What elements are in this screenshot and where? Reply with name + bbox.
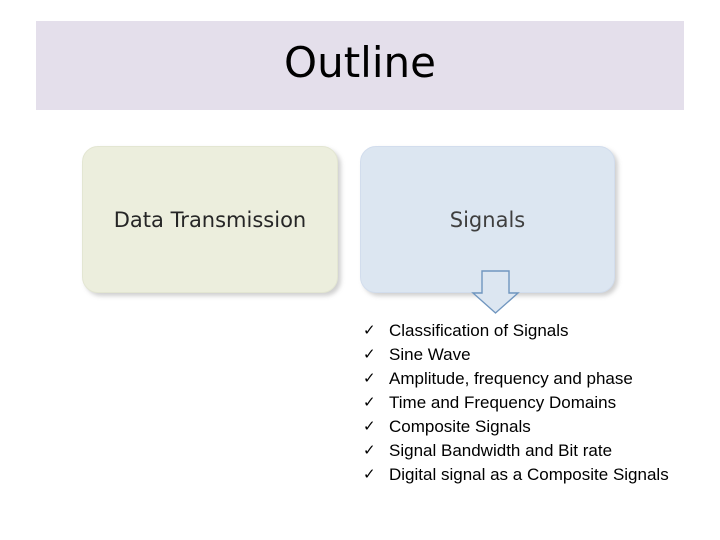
list-item-label: Sine Wave [389, 345, 471, 364]
list-item: ✓ Time and Frequency Domains [363, 391, 693, 415]
list-item-label: Time and Frequency Domains [389, 393, 617, 412]
list-item: ✓ Signal Bandwidth and Bit rate [363, 439, 693, 463]
list-item: ✓ Classification of Signals [363, 319, 693, 343]
check-icon: ✓ [363, 442, 376, 459]
box-signals[interactable]: Signals [360, 146, 615, 293]
bullet-list: ✓ Classification of Signals ✓ Sine Wave … [363, 319, 693, 487]
arrow-down-icon [471, 270, 521, 315]
list-item: ✓ Digital signal as a Composite Signals [363, 463, 693, 487]
box-signals-label: Signals [449, 207, 526, 232]
check-icon: ✓ [363, 394, 376, 411]
list-item-label: Amplitude, frequency and phase [389, 369, 633, 388]
box-data-transmission-label: Data Transmission [113, 207, 307, 232]
check-icon: ✓ [363, 346, 376, 363]
list-item-label: Composite Signals [389, 417, 531, 436]
list-item: ✓ Sine Wave [363, 343, 693, 367]
check-icon: ✓ [363, 466, 376, 483]
list-item-label: Signal Bandwidth and Bit rate [389, 441, 613, 460]
list-item: ✓ Amplitude, frequency and phase [363, 367, 693, 391]
list-item-label: Classification of Signals [389, 321, 569, 340]
check-icon: ✓ [363, 370, 376, 387]
box-data-transmission[interactable]: Data Transmission [82, 146, 338, 293]
list-item-label: Digital signal as a Composite Signals [389, 465, 669, 484]
check-icon: ✓ [363, 418, 376, 435]
page-title: Outline [284, 38, 436, 87]
check-icon: ✓ [363, 322, 376, 339]
list-item: ✓ Composite Signals [363, 415, 693, 439]
title-band: Outline [36, 21, 684, 110]
